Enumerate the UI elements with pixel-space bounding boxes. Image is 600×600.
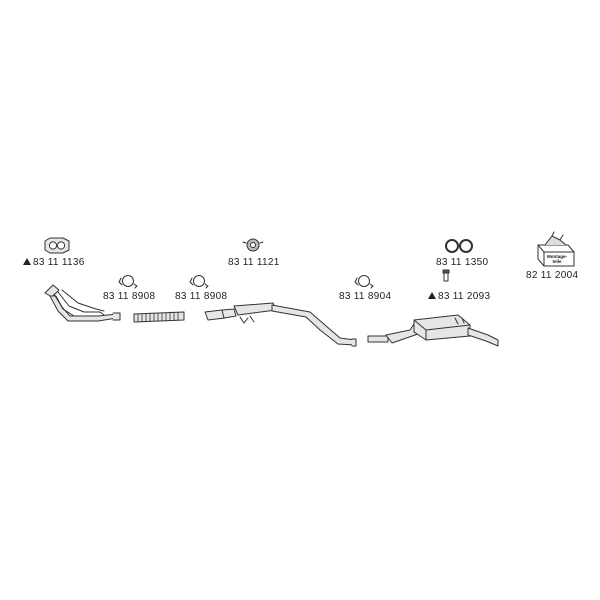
part-label-rubber-rings: 83 11 1350 bbox=[436, 257, 488, 269]
part-label-rubber-mount: 83 11 1121 bbox=[228, 257, 280, 269]
clamp-icon-3 bbox=[354, 275, 374, 289]
part-label-mounting-kit: 82 11 2004 bbox=[526, 270, 578, 282]
bolt-icon bbox=[442, 269, 450, 282]
clamp-icon-1 bbox=[118, 275, 138, 289]
clamp-icon-2 bbox=[189, 275, 209, 289]
part-label-clamp-1: 83 11 8908 bbox=[103, 291, 155, 303]
rubber-rings-icon bbox=[445, 239, 473, 253]
part-number: 83 11 1350 bbox=[436, 257, 489, 268]
rubber-mount-icon bbox=[242, 238, 264, 252]
mounting-kit-box-text: Montage- teile bbox=[542, 254, 572, 264]
part-number: 82 11 2004 bbox=[526, 270, 579, 281]
part-number: 83 11 8904 bbox=[339, 291, 392, 302]
part-number: 83 11 8908 bbox=[103, 291, 156, 302]
part-label-clamp-2: 83 11 8908 bbox=[175, 291, 227, 303]
rear-silencer-part bbox=[367, 314, 499, 347]
centre-pipe-part bbox=[204, 302, 357, 347]
part-number: 83 11 2093 bbox=[438, 291, 491, 302]
warning-triangle-icon bbox=[23, 258, 31, 265]
part-number: 83 11 1121 bbox=[228, 257, 280, 268]
flex-pipe-part bbox=[133, 311, 185, 323]
kit-text-line-1: Montage- bbox=[547, 254, 567, 259]
kit-text-line-2: teile bbox=[552, 259, 562, 264]
part-label-clamp-3: 83 11 8904 bbox=[339, 291, 391, 303]
warning-triangle-icon bbox=[428, 292, 436, 299]
part-label-bolt: 83 11 2093 bbox=[428, 291, 490, 303]
part-label-flange-gasket: 83 11 1136 bbox=[23, 257, 85, 269]
mounting-kit-icon bbox=[537, 231, 575, 267]
flange-gasket-icon bbox=[44, 237, 70, 254]
part-number: 83 11 8908 bbox=[175, 291, 228, 302]
part-number: 83 11 1136 bbox=[33, 257, 85, 268]
front-pipe-part bbox=[44, 284, 121, 322]
